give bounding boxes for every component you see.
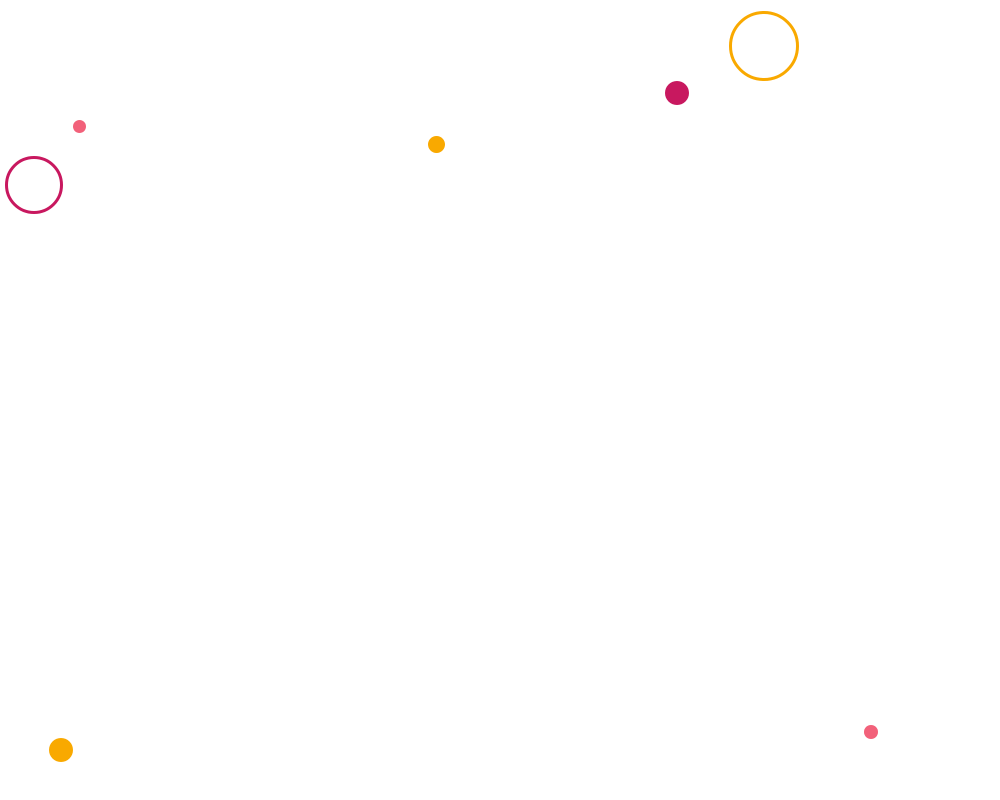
ring-magenta — [5, 156, 63, 214]
ring-amber — [729, 11, 799, 81]
dot-amber-small — [428, 136, 445, 153]
dot-pink-small — [73, 120, 86, 133]
dot-amber-bottom — [49, 738, 73, 762]
dot-magenta — [665, 81, 689, 105]
dot-pink-bottom — [864, 725, 878, 739]
